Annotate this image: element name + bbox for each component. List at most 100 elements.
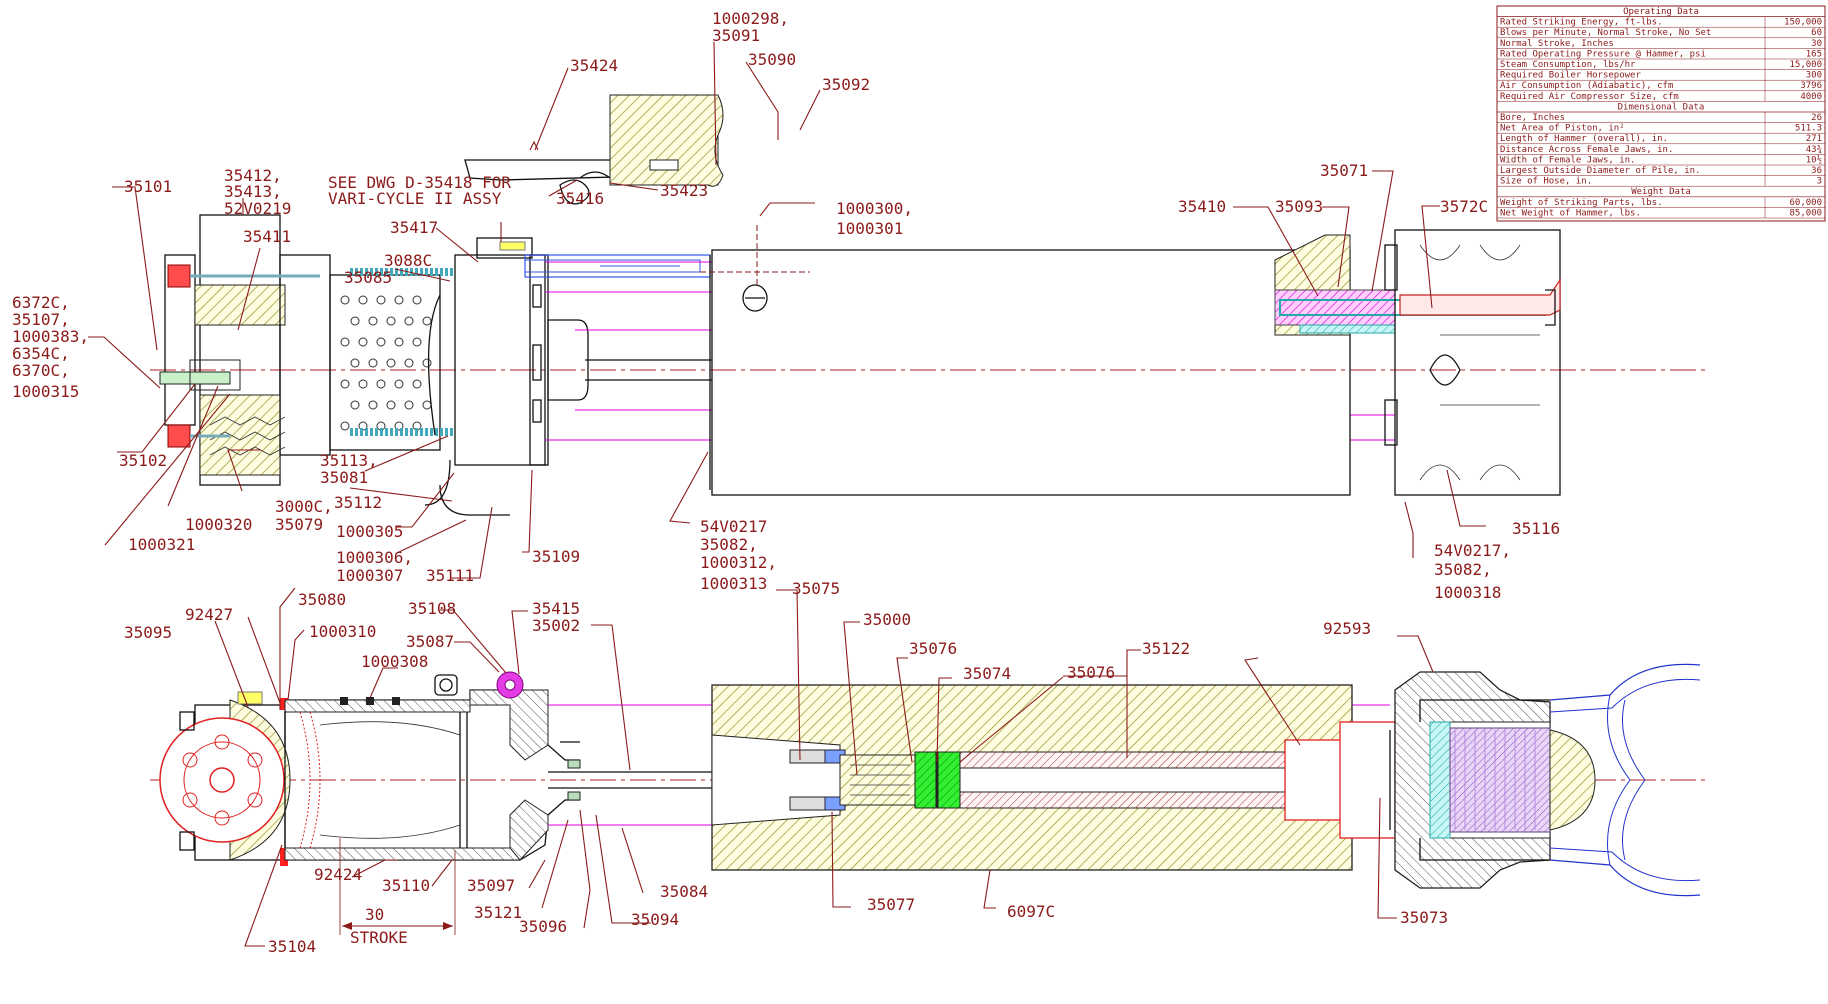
perforation-hole xyxy=(422,358,432,368)
callout-1000301: 1000301 xyxy=(836,219,903,238)
callout-1000308: 1000308 xyxy=(361,652,428,671)
spec-value: 26 xyxy=(1811,113,1822,123)
callout-1000307: 1000307 xyxy=(336,566,403,585)
callout-35074: 35074 xyxy=(963,664,1011,683)
callout-52v0219: 52V0219 xyxy=(224,199,291,218)
bottom-piston-rod xyxy=(548,704,1390,826)
perforation-hole xyxy=(386,316,396,326)
perforation-hole xyxy=(404,358,414,368)
callout-1000313: 1000313 xyxy=(700,574,767,593)
callout-35104: 35104 xyxy=(268,937,316,956)
top-main-cylinder xyxy=(700,225,1351,496)
perforation-hole xyxy=(386,358,396,368)
callout-1000298: 1000298, xyxy=(712,9,789,28)
perforation-hole xyxy=(394,379,404,389)
callout-35087: 35087 xyxy=(406,632,454,651)
callout-3088c: 3088C xyxy=(384,251,432,270)
callout-35112: 35112 xyxy=(334,493,382,512)
spec-label: Largest Outside Diameter of Pile, in. xyxy=(1500,166,1700,176)
callout-1000300: 1000300, xyxy=(836,199,913,218)
perforation-hole xyxy=(386,400,396,410)
callout-1000383: 1000383, xyxy=(12,327,89,346)
bottom-left-end xyxy=(159,691,291,866)
top-right-section xyxy=(1274,229,1561,496)
perforation-hole xyxy=(412,337,422,347)
callout-35071: 35071 xyxy=(1320,161,1368,180)
perforation-hole xyxy=(376,337,386,347)
spec-value: 60,000 xyxy=(1789,198,1822,208)
callout-54v0217-a: 54V0217 xyxy=(700,517,767,536)
perforation-hole xyxy=(358,379,368,389)
callout-35109: 35109 xyxy=(532,547,580,566)
top-inset-detail xyxy=(464,94,724,205)
callout-1000315: 1000315 xyxy=(12,382,79,401)
spec-value: 85,000 xyxy=(1789,208,1822,218)
spec-label: Distance Across Female Jaws, in. xyxy=(1500,145,1673,155)
weight-data-header: Weight Data xyxy=(1631,187,1691,197)
spec-value: 300 xyxy=(1806,71,1822,81)
perforation-hole xyxy=(394,337,404,347)
callout-35411: 35411 xyxy=(243,227,291,246)
callout-35097: 35097 xyxy=(467,876,515,895)
stroke-dimension-value: 30 xyxy=(365,905,384,924)
spec-value: 3796 xyxy=(1800,81,1822,91)
perforation-hole xyxy=(422,400,432,410)
top-guide-rods xyxy=(545,261,1395,441)
perforation-hole xyxy=(368,400,378,410)
spec-label: Weight of Striking Parts, lbs. xyxy=(1500,198,1663,208)
spec-label: Net Weight of Hammer, lbs. xyxy=(1500,208,1641,218)
stroke-dimension-label: STROKE xyxy=(350,928,408,947)
callout-35075: 35075 xyxy=(792,579,840,598)
bottom-drive-head xyxy=(1339,671,1596,889)
perforation-hole xyxy=(404,400,414,410)
callout-35090: 35090 xyxy=(748,50,796,69)
see-dwg-note-line1: SEE DWG D-35418 FOR xyxy=(328,173,511,192)
callout-6370c: 6370C, xyxy=(12,361,70,380)
spec-value: 150,000 xyxy=(1784,18,1822,28)
callout-1000305: 1000305 xyxy=(336,522,403,541)
operating-data-header: Operating Data xyxy=(1623,7,1699,17)
callout-1000306: 1000306, xyxy=(336,548,413,567)
callout-35082-b: 35082, xyxy=(1434,560,1492,579)
perforation-hole xyxy=(358,337,368,347)
callout-35093: 35093 xyxy=(1275,197,1323,216)
callout-35121: 35121 xyxy=(474,903,522,922)
spec-value: 30 xyxy=(1811,39,1822,49)
callout-35077: 35077 xyxy=(867,895,915,914)
callout-35076-b: 35076 xyxy=(1067,663,1115,682)
perforation-hole xyxy=(340,295,350,305)
callout-35101: 35101 xyxy=(124,177,172,196)
perforation-hole xyxy=(422,316,432,326)
perforation-hole xyxy=(350,358,360,368)
callout-35413: 35413, xyxy=(224,182,282,201)
perforation-hole xyxy=(376,379,386,389)
spec-label: Length of Hammer (overall), in. xyxy=(1500,134,1668,144)
top-left-head xyxy=(159,214,331,486)
callout-6097c: 6097C xyxy=(1007,902,1055,921)
spec-value: 4000 xyxy=(1800,92,1822,102)
callout-35111: 35111 xyxy=(426,566,474,585)
callout-35094: 35094 xyxy=(631,910,679,929)
callout-1000321: 1000321 xyxy=(128,535,195,554)
perforation-hole xyxy=(368,358,378,368)
perforation-hole xyxy=(358,295,368,305)
perforation-hole xyxy=(376,295,386,305)
perforation-hole xyxy=(404,316,414,326)
spec-label: Blows per Minute, Normal Stroke, No Set xyxy=(1500,28,1711,38)
callout-3000c: 3000C, xyxy=(275,497,333,516)
callout-35423: 35423 xyxy=(660,181,708,200)
spec-label: Air Consumption (Adiabatic), cfm xyxy=(1500,81,1673,91)
bottom-cylinder-housing xyxy=(284,671,580,861)
callout-35085: 35085 xyxy=(344,268,392,287)
spec-value: 165 xyxy=(1806,49,1822,59)
bottom-jaws xyxy=(1549,663,1701,897)
leader-lines xyxy=(88,41,1486,947)
perforation-hole xyxy=(412,295,422,305)
callout-35092: 35092 xyxy=(822,75,870,94)
spec-label: Width of Female Jaws, in. xyxy=(1500,155,1635,165)
bottom-ram-body xyxy=(711,684,1356,871)
spec-value: 511.3 xyxy=(1795,124,1822,134)
top-valve-block xyxy=(424,237,589,516)
spec-label: Required Boiler Horsepower xyxy=(1500,71,1641,81)
